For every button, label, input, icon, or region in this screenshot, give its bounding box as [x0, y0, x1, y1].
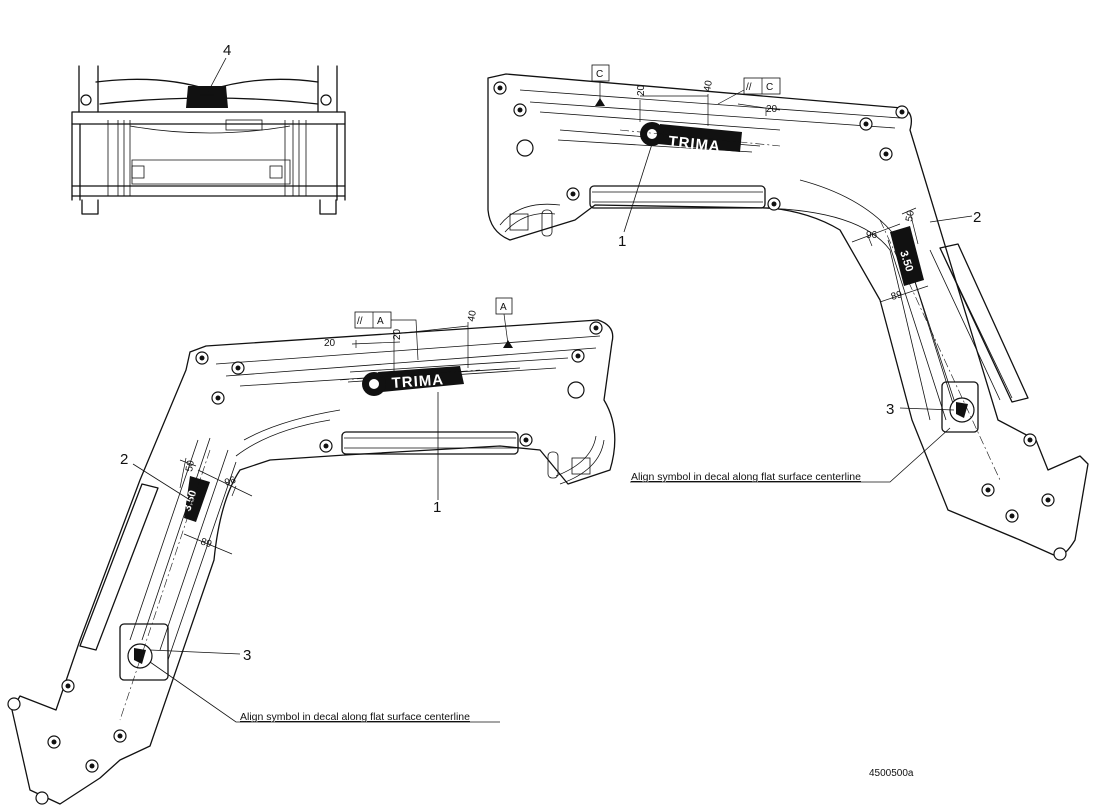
leader-lines: [132, 57, 973, 723]
callout-3-left: 3: [243, 647, 251, 664]
callout-2-left: 2: [120, 451, 128, 468]
callout-4: 4: [223, 42, 231, 59]
parallel-symbol-a: //: [357, 316, 363, 327]
callout-1-left: 1: [433, 499, 441, 516]
dim-20-left: 20: [324, 338, 336, 349]
dimensions-left-arm: 20 20 40 // A A 96 50 89: [179, 297, 513, 555]
dim-20-right: 20: [766, 104, 778, 115]
callout-2-right: 2: [973, 209, 981, 226]
left-loader-arm: TRIMA 3.50: [7, 319, 616, 805]
dim-40-right: 40: [702, 79, 715, 92]
callout-3-right: 3: [886, 401, 894, 418]
dim-89-left: 89: [199, 536, 213, 550]
model-decal-right: [890, 226, 924, 286]
right-loader-arm: TRIMA 3.50: [487, 73, 1089, 561]
datum-a-parallel-ref: A: [377, 316, 384, 327]
dim-20-vertical-left: 20: [392, 328, 403, 340]
parallel-symbol-c: //: [746, 82, 752, 93]
datum-c-label: C: [596, 69, 603, 80]
figure-id: 4500500a: [869, 768, 914, 779]
dimensions-right-arm: C // C 20 40 20 96 50 89: [591, 64, 929, 303]
trima-decal-left-text: TRIMA: [391, 371, 445, 392]
model-decal-left: [184, 476, 210, 522]
dim-40-left: 40: [466, 309, 479, 322]
datum-c-parallel-ref: C: [766, 82, 773, 93]
symbol-decal-right: [941, 381, 979, 433]
dim-20-vertical-right: 20: [636, 84, 647, 96]
symbol-decal-left: [119, 623, 169, 681]
dim-96-left: 96: [223, 475, 238, 489]
alignment-note-left: Align symbol in decal along flat surface…: [240, 711, 470, 723]
dim-50-left: 50: [184, 459, 197, 472]
dim-96-right: 96: [866, 230, 878, 241]
callout-1-right: 1: [618, 233, 626, 250]
alignment-note-right: Align symbol in decal along flat surface…: [631, 471, 861, 483]
datum-a-label: A: [500, 302, 507, 313]
rear-view-frame: [71, 65, 346, 215]
dim-89-right: 89: [890, 289, 904, 303]
dim-50-right: 50: [904, 209, 917, 222]
